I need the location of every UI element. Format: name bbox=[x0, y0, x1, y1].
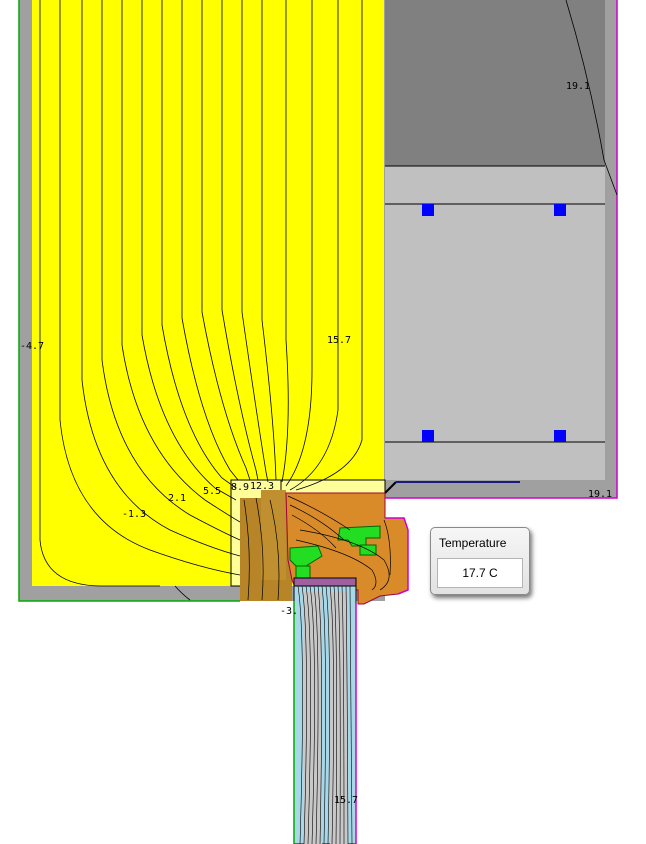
tooltip-title: Temperature bbox=[439, 536, 507, 550]
seal-strip bbox=[295, 565, 311, 579]
interior-dark-zone bbox=[385, 0, 605, 166]
temperature-tooltip: Temperature 17.7 C bbox=[430, 527, 530, 595]
right-wall-strip bbox=[605, 0, 617, 498]
isotherm-lines bbox=[39, 0, 618, 601]
isotherm-label: 2.1 bbox=[168, 493, 186, 504]
anchor-square bbox=[422, 430, 434, 442]
isotherm-label: -4.7 bbox=[20, 341, 44, 352]
anchor-square bbox=[422, 204, 434, 216]
isotherm-label: -3. bbox=[280, 606, 298, 617]
sill-blade bbox=[384, 481, 397, 494]
isotherm-label: 19.1 bbox=[566, 81, 590, 92]
temperature-value: 17.7 C bbox=[437, 558, 523, 588]
interior-boundary bbox=[385, 0, 618, 499]
interior-boundary bbox=[385, 517, 409, 595]
glass-isotherms bbox=[297, 585, 353, 844]
anchor-square bbox=[554, 204, 566, 216]
sill-plate bbox=[276, 479, 386, 494]
bottom-right-strip bbox=[385, 480, 617, 498]
interior-light-zone bbox=[385, 166, 605, 480]
exterior-boundary bbox=[18, 0, 240, 602]
isotherm-label: 15.7 bbox=[327, 335, 351, 346]
isotherm-label: 19.1 bbox=[588, 489, 612, 500]
isotherm-label: 5.5 bbox=[203, 486, 221, 497]
isotherm-label: 12.3 bbox=[250, 481, 274, 492]
frame-inner-section bbox=[261, 490, 286, 580]
frame-isotherms bbox=[243, 495, 391, 601]
isotherm-label: 15.7 bbox=[334, 795, 358, 806]
glass-spacer bbox=[293, 577, 357, 587]
isotherm-label: -1.3 bbox=[122, 509, 146, 520]
anchor-square bbox=[554, 430, 566, 442]
isotherm-label: 8.9 bbox=[231, 482, 249, 493]
